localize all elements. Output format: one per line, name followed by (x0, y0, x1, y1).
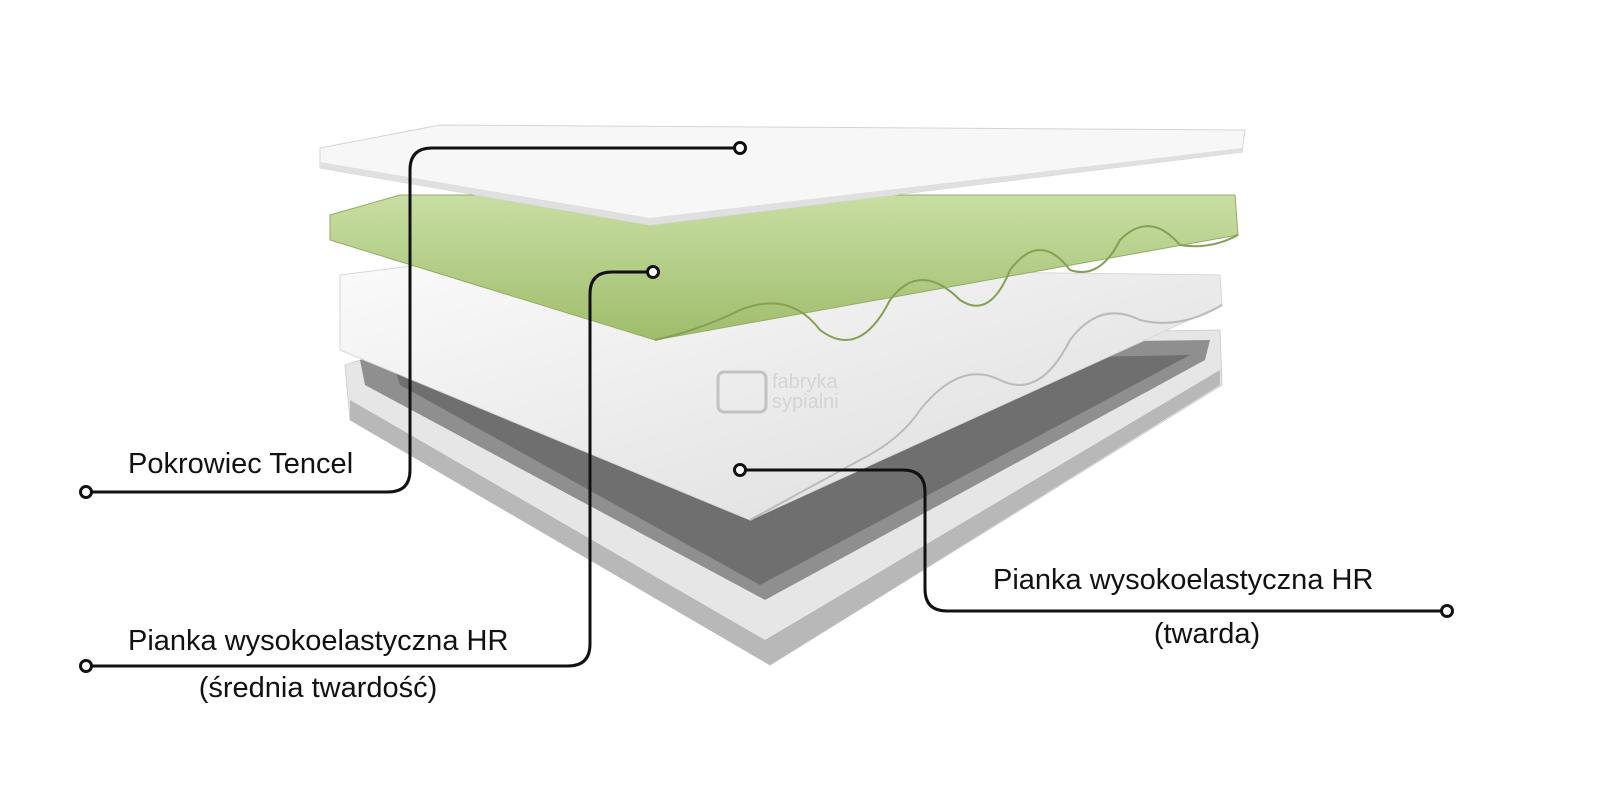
marker-dot (79, 659, 93, 673)
label-medium-subtitle: (średnia twardość) (198, 672, 438, 704)
green-foam-layer (329, 194, 1239, 341)
leader-line-hard (740, 468, 1447, 613)
label-medium-title: Pianka wysokoelastyczna HR (128, 625, 509, 657)
cover-layer (319, 124, 1246, 226)
label-hard-title: Pianka wysokoelastyczna HR (993, 564, 1374, 596)
marker-dot (79, 485, 93, 499)
leader-line-cover (86, 146, 740, 494)
label-cover: Pokrowiec Tencel (128, 448, 354, 480)
leader-line-medium (86, 270, 653, 668)
marker-dot (646, 265, 660, 279)
watermark-logo: fabryka sypialni (716, 370, 839, 414)
marker-dot (1440, 604, 1454, 618)
svg-text:fabryka: fabryka (772, 371, 838, 393)
label-hard-subtitle: (twarda) (1153, 618, 1261, 650)
marker-dot (733, 463, 747, 477)
marker-dot (733, 141, 747, 155)
svg-text:sypialni: sypialni (772, 391, 839, 413)
